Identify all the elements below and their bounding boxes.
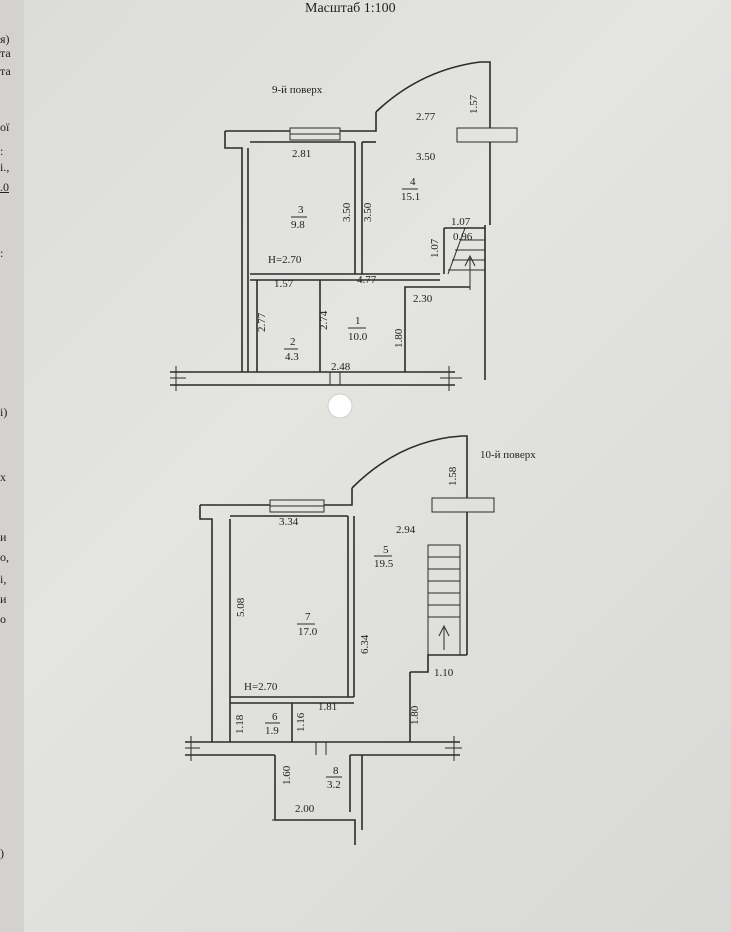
room-number: 4 <box>410 176 416 188</box>
floor9-dim: 1.57 <box>468 94 480 114</box>
room-area: 17.0 <box>298 626 318 638</box>
floor9-white-marker <box>327 393 353 419</box>
floor10-height: Н=2.70 <box>244 681 278 693</box>
margin-text: о <box>0 612 6 626</box>
left-page-strip: я) та та ої : і., .0 : і) х и о, і, и о … <box>0 0 24 932</box>
floor9-dim: 3.50 <box>362 202 374 222</box>
margin-text: и <box>0 530 7 544</box>
room-area: 4.3 <box>285 351 299 363</box>
floor10-label: 10-й поверх <box>480 449 536 461</box>
floor9-dim: 1.80 <box>393 328 405 348</box>
floor9-walls <box>170 61 518 391</box>
floor10-dim: 2.94 <box>396 524 416 536</box>
margin-text: о, <box>0 550 9 564</box>
floor10-dim: 1.80 <box>409 705 421 725</box>
room-number: 8 <box>333 765 339 777</box>
margin-text: х <box>0 470 6 484</box>
room-number: 1 <box>355 315 361 327</box>
floor9-dim: 2.81 <box>292 148 311 160</box>
floor10-dim: 6.34 <box>359 634 371 654</box>
floor10-dim: 1.10 <box>434 667 454 679</box>
floor10-dim: 1.58 <box>447 466 459 486</box>
margin-text: і., <box>0 160 10 174</box>
floor9-dim: 1.07 <box>429 238 441 258</box>
margin-text: ої <box>0 120 10 134</box>
margin-text: та <box>0 46 11 60</box>
floor10-dim: 1.16 <box>295 712 307 732</box>
floor9-dim: 2.30 <box>413 293 433 305</box>
floor9-label: 9-й поверх <box>272 84 323 96</box>
room-area: 3.2 <box>327 779 341 791</box>
room-number: 5 <box>383 544 389 556</box>
floor9-dim: 2.77 <box>416 111 436 123</box>
floor9-dim: 4.77 <box>357 274 377 286</box>
floor9-dim: 1.57 <box>274 278 294 290</box>
floor9-dim: 3.50 <box>416 151 436 163</box>
scale-title: Масштаб 1:100 <box>305 1 396 16</box>
room-area: 15.1 <box>401 191 420 203</box>
floor10-dim: 1.81 <box>318 701 337 713</box>
floor10-dim: 3.34 <box>279 516 299 528</box>
floor9-dim: 0.96 <box>453 231 473 243</box>
room-area: 19.5 <box>374 558 394 570</box>
margin-text: .0 <box>0 180 9 194</box>
room-number: 3 <box>298 204 304 216</box>
floor10-walls <box>185 435 495 845</box>
margin-text: : <box>0 246 4 260</box>
margin-text: и <box>0 592 7 606</box>
floor9-dim: 2.77 <box>256 312 268 332</box>
margin-text: : <box>0 144 4 158</box>
floor10-dim: 5.08 <box>235 597 247 617</box>
room-area: 1.9 <box>265 725 279 737</box>
margin-text: ) <box>0 846 4 860</box>
margin-text: та <box>0 64 11 78</box>
floor9-height: Н=2.70 <box>268 254 302 266</box>
room-number: 2 <box>290 336 296 348</box>
floor10-dim: 2.00 <box>295 803 315 815</box>
floor9-dim: 2.74 <box>318 310 330 330</box>
room-area: 9.8 <box>291 219 305 231</box>
floor10-dim: 1.60 <box>281 765 293 785</box>
floor9-dim: 2.48 <box>331 361 351 373</box>
margin-text: і, <box>0 572 7 586</box>
room-number: 7 <box>305 611 311 623</box>
floor10-dim: 1.18 <box>234 714 246 734</box>
room-number: 6 <box>272 711 278 723</box>
margin-text: я) <box>0 32 10 46</box>
floor9-dim: 1.07 <box>451 216 471 228</box>
room-area: 10.0 <box>348 331 368 343</box>
floor9-dim: 3.50 <box>341 202 353 222</box>
margin-text: і) <box>0 405 8 419</box>
